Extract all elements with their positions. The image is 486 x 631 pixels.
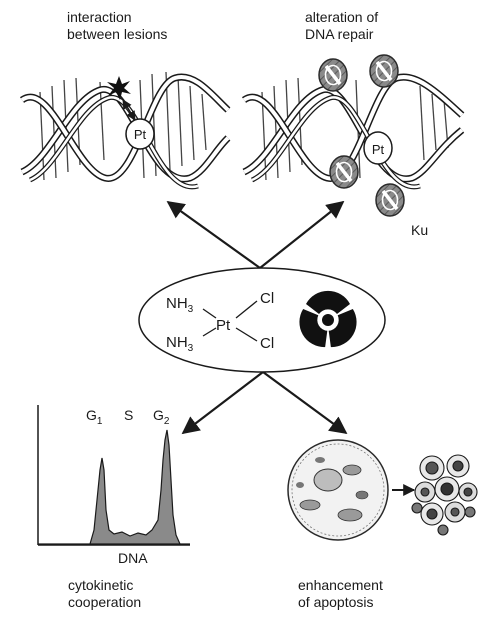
dna-helix-left [19,71,231,190]
label-line-2: DNA repair [305,26,374,42]
radiation-icon [299,290,357,348]
pt-adduct-right: Pt [363,131,393,165]
label-cytokinetic-cooperation: cytokinetic cooperation [68,577,141,611]
cl-top: Cl [260,290,274,307]
lesion-star-icon [107,76,131,100]
arrow-to-dna-repair [259,200,345,269]
peak-label-s: S [124,407,134,423]
label-line-2: cooperation [68,594,142,610]
pt-label-left: Pt [134,127,147,142]
label-line-2: between lesions [67,26,168,42]
lesion-interaction-arrow [122,99,136,121]
cell-normal [287,439,389,541]
cl-bottom: Cl [260,335,274,352]
label-interaction-between-lesions: interaction between lesions [67,9,167,43]
label-line-1: cytokinetic [68,577,134,593]
label-line-2: of apoptosis [298,594,374,610]
cisplatin-structure: NH3 NH3 Pt Cl Cl [166,290,274,354]
arrow-to-interaction [166,200,261,269]
label-line-1: enhancement [298,577,383,593]
nh3-bottom: NH3 [166,334,194,354]
dna-histogram [37,405,190,546]
label-line-1: interaction [67,9,132,25]
label-line-1: alteration of [305,9,379,25]
dna-helix-right [241,73,465,190]
cell-apoptotic [411,454,478,536]
histogram-distribution [38,429,190,545]
peak-label-g2: G2 [153,407,170,427]
nh3-top: NH3 [166,295,194,315]
arrow-to-cytokinetic [181,371,264,435]
pt-label-right: Pt [372,142,385,157]
label-enhancement-of-apoptosis: enhancement of apoptosis [298,577,383,611]
histogram-axis-label: DNA [118,550,148,566]
pt-center: Pt [216,317,231,334]
arrow-to-apoptosis [262,371,348,435]
pt-adduct-left: Pt [125,118,155,150]
label-alteration-dna-repair: alteration of DNA repair [305,9,378,43]
peak-label-g1: G1 [86,407,103,427]
label-ku: Ku [411,222,429,238]
